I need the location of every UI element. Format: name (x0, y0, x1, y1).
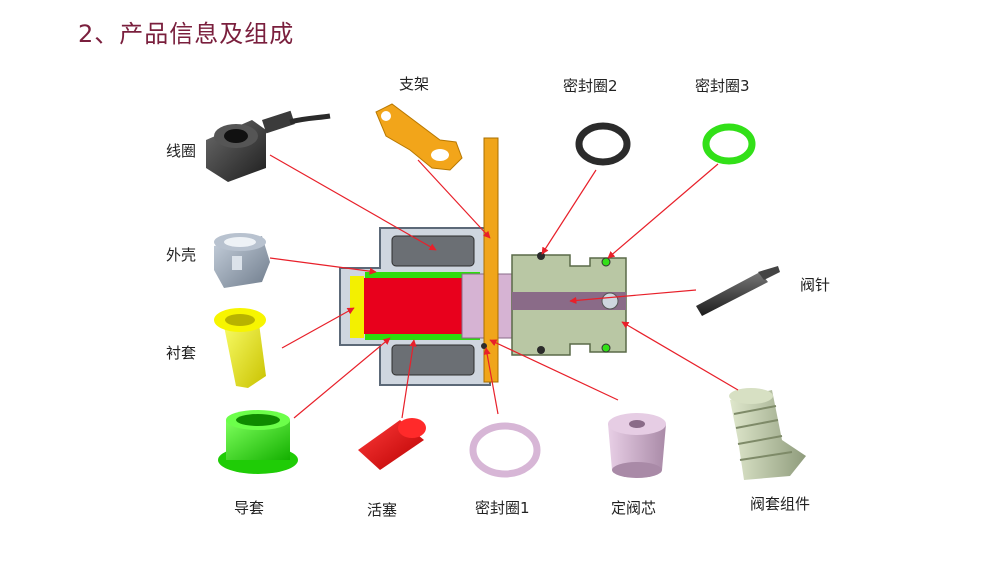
seal2-ring (575, 122, 631, 166)
bracket-part (375, 103, 463, 171)
label-fixed-core: 定阀芯 (611, 499, 657, 517)
guide-part (218, 410, 298, 474)
label-housing: 外壳 (166, 246, 197, 264)
label-seal1: 密封圈1 (475, 499, 530, 517)
label-coil: 线圈 (166, 142, 197, 160)
piston-part (358, 418, 426, 470)
housing-part (214, 233, 270, 288)
label-needle: 阀针 (800, 276, 831, 294)
label-valve-sleeve: 阀套组件 (750, 495, 811, 513)
cross-section (339, 137, 627, 386)
label-seal3: 密封圈3 (695, 77, 750, 95)
page-title: 2、产品信息及组成 (78, 20, 295, 48)
coil-part (206, 110, 331, 182)
label-seal2: 密封圈2 (563, 77, 618, 95)
label-guide: 导套 (234, 499, 265, 517)
fixed-core-part (608, 413, 666, 478)
seal3-ring (702, 123, 756, 165)
seal1-ring (469, 422, 541, 478)
leader-lines (269, 154, 739, 419)
valve-sleeve-part (729, 388, 806, 480)
label-bracket: 支架 (399, 75, 430, 93)
label-piston: 活塞 (367, 501, 398, 519)
needle-part (696, 266, 780, 316)
label-liner: 衬套 (166, 344, 197, 362)
liner-part (214, 308, 266, 388)
